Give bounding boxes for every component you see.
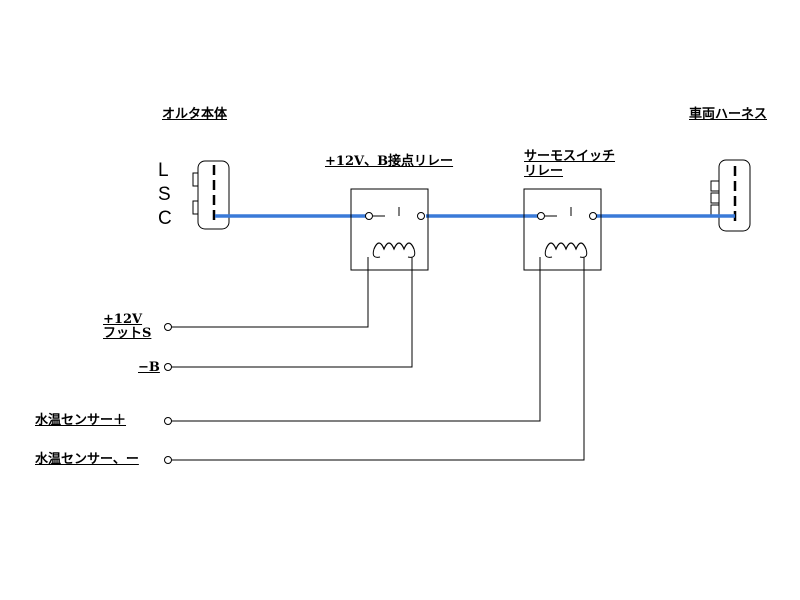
- terminal-water-minus: [164, 456, 172, 464]
- terminals: [164, 323, 172, 464]
- relay-2-label-line2: リレー: [524, 164, 564, 179]
- terminal-ground: [164, 363, 172, 371]
- terminal-water-plus: [164, 417, 172, 425]
- relay-1-contact-right: [417, 212, 425, 220]
- relay-1-coil: [373, 242, 415, 251]
- alternator-label: オルタ本体: [162, 107, 228, 122]
- pin-label-s: S: [158, 184, 171, 205]
- relay-2: [523, 188, 602, 271]
- relay-1-label: +12V、B接点リレー: [325, 154, 454, 169]
- relay-2-coil: [545, 242, 587, 251]
- terminal-foot: [164, 323, 172, 331]
- ground-label: −B: [138, 360, 160, 375]
- water-sensor-minus-label: 水温センサー、ー: [35, 452, 139, 467]
- foot-label-line1: +12V: [103, 312, 143, 327]
- relay-1-contact-left: [365, 212, 373, 220]
- pin-label-l: L: [158, 160, 169, 181]
- harness-connector: [710, 159, 751, 232]
- relay-2-label-line1: サーモスイッチ: [524, 149, 616, 164]
- harness-label: 車両ハーネス: [689, 107, 768, 122]
- control-wires: [171, 257, 585, 461]
- alternator-connector: [192, 160, 230, 230]
- water-sensor-plus-label: 水温センサー＋: [35, 413, 127, 428]
- pin-label-c: C: [158, 208, 172, 229]
- relay-2-contact-right: [589, 212, 597, 220]
- foot-label-line2: フットS: [103, 326, 152, 341]
- relay-1: [350, 188, 429, 271]
- relay-2-contact-left: [537, 212, 545, 220]
